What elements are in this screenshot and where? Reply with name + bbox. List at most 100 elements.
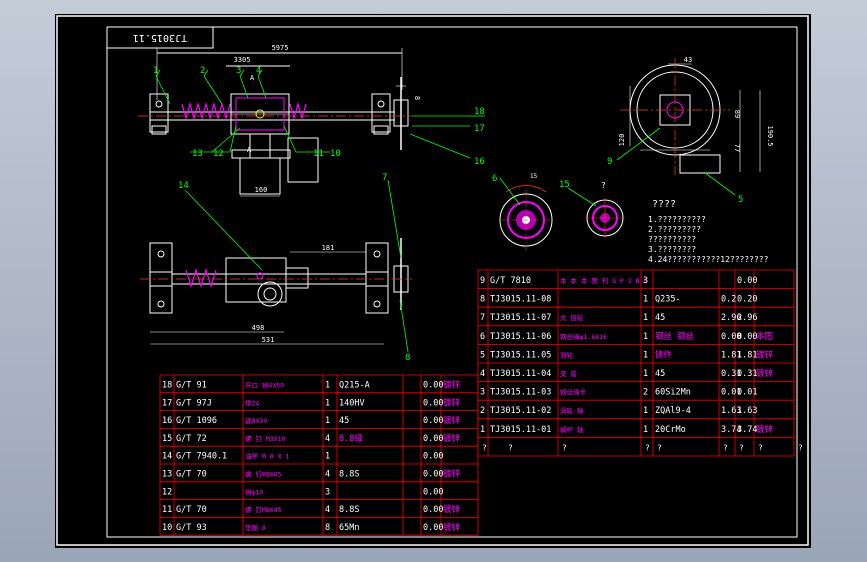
parts-right-cell-mat: Q235- bbox=[655, 295, 681, 305]
dim-77: 77 bbox=[733, 144, 741, 152]
parts-right-cell-mat: 60Si2Mn bbox=[655, 388, 691, 398]
leader-9 bbox=[616, 127, 661, 161]
dim-181: 181 bbox=[322, 244, 335, 252]
parts-right-cell-note: 镀锌 bbox=[756, 368, 774, 379]
parts-left-cell-code: G/T 1096 bbox=[176, 416, 217, 426]
parts-left-cell-qty: 4 bbox=[325, 434, 330, 444]
parts-left-cell-qty: 3 bbox=[325, 487, 330, 497]
balloon-14: 14 bbox=[178, 181, 189, 191]
leader-8 bbox=[399, 299, 409, 353]
parts-left-cell-code: G/T 70 bbox=[176, 470, 207, 480]
parts-right-cell-w2: 0.31 bbox=[737, 369, 757, 379]
parts-left-cell-note: 镀锌 bbox=[443, 504, 461, 515]
parts-left-cell-code: G/T 93 bbox=[176, 523, 207, 533]
parts-right-cell-code: TJ3015.11-01 bbox=[490, 425, 551, 435]
parts-right-cell-w1: 0.2 bbox=[721, 295, 736, 305]
plan-hub bbox=[256, 272, 264, 280]
leader-5 bbox=[703, 171, 736, 196]
parts-right-cell-note: 镀锌 bbox=[756, 349, 774, 360]
parts-left-cell-qty: 1 bbox=[325, 416, 330, 426]
parts-right-cell-w1: 0.31 bbox=[721, 369, 741, 379]
parts-right-cell-w1: 1.81 bbox=[721, 350, 741, 360]
balloon-9: 9 bbox=[607, 157, 612, 167]
parts-left-cell-code: G/T 97J bbox=[176, 398, 212, 408]
parts-right-cell-qty: 1 bbox=[643, 295, 648, 305]
section-a-top: A bbox=[250, 74, 255, 82]
parts-right-cell-no: 5 bbox=[480, 350, 485, 360]
balloon-5: 5 bbox=[738, 195, 743, 205]
parts-right-cell-code: TJ3015.11-02 bbox=[490, 406, 551, 416]
parts-right-cell-qty: 1 bbox=[643, 332, 648, 342]
parts-right-cell-w2: 1.81 bbox=[737, 350, 757, 360]
parts-right-cell-no: 8 bbox=[480, 295, 485, 305]
parts-left-cell-w: 0.00 bbox=[423, 523, 443, 533]
parts-right-cell-code: TJ3015.11-03 bbox=[490, 388, 551, 398]
parts-right-cell-w1: 2.96 bbox=[721, 313, 741, 323]
parts-left-cell-note: 镀锌 bbox=[443, 380, 461, 391]
parts-left-cell-no: 15 bbox=[162, 434, 172, 444]
parts-left-cell-qty: 1 bbox=[325, 452, 330, 462]
parts-left-cell-w: 0.00 bbox=[423, 487, 443, 497]
parts-left-cell-no: 14 bbox=[162, 452, 172, 462]
parts-left-cell-name: 垫24 bbox=[245, 398, 259, 407]
parts-right-cell-w1: 0.00 bbox=[721, 332, 741, 342]
parts-left-cell-code: G/T 72 bbox=[176, 434, 207, 444]
dim-498: 498 bbox=[252, 324, 265, 332]
parts-left-cell-qty: 1 bbox=[325, 398, 330, 408]
parts-left-cell-no: 17 bbox=[162, 398, 172, 408]
dim-screw-pitch: 3305 bbox=[234, 56, 251, 64]
parts-left-cell-mat: 8.8级 bbox=[339, 433, 363, 444]
tech-line-4: 3.???????? bbox=[648, 245, 696, 254]
parts-right-cell-qty: 1 bbox=[643, 313, 648, 323]
parts-right-cell-name: 本 本 本 图 刊 G P 2 B 6 bbox=[560, 276, 647, 285]
parts-left-cell-code: G/T 70 bbox=[176, 505, 207, 515]
parts-right-footer-cell: ? bbox=[562, 443, 567, 452]
parts-right-cell-name: 钢丝绳卡 bbox=[560, 388, 587, 397]
drawing-code-box bbox=[106, 26, 214, 49]
parts-left-cell-w: 0.00 bbox=[423, 434, 443, 444]
gear-center bbox=[255, 109, 265, 119]
parts-right-cell-w2: 0.00 bbox=[737, 332, 757, 342]
front-leaders bbox=[155, 69, 485, 159]
detail-question: ? bbox=[601, 181, 606, 190]
parts-right-cell-mat: 铸件 bbox=[655, 349, 673, 360]
dim-15: 15 bbox=[530, 173, 538, 180]
parts-left-cell-no: 13 bbox=[162, 470, 172, 480]
balloon-3: 3 bbox=[236, 66, 241, 76]
detail-6 bbox=[499, 185, 553, 250]
parts-right-footer-cell: ? bbox=[657, 443, 662, 452]
parts-left-cell-qty: 4 bbox=[325, 505, 330, 515]
parts-right-cell-mat: ZQAl9-4 bbox=[655, 406, 691, 416]
parts-right-cell-no: 4 bbox=[480, 369, 485, 379]
parts-right-cell-code: G/T 7810 bbox=[490, 276, 531, 286]
parts-left-cell-w: 0.00 bbox=[423, 381, 443, 391]
parts-right-cell-w2: 0.00 bbox=[737, 276, 757, 286]
parts-left-cell-note: 镀锌 bbox=[443, 469, 461, 480]
parts-left-cell-w: 0.00 bbox=[423, 452, 443, 462]
parts-right-cell-no: 9 bbox=[480, 276, 485, 286]
dim-120: 120 bbox=[618, 134, 626, 147]
outer-frame bbox=[56, 15, 809, 546]
parts-left-cell-mat: 8.8S bbox=[339, 505, 359, 515]
parts-right-cell-w1: 1.63 bbox=[721, 406, 741, 416]
parts-right-cell-qty: 2 bbox=[643, 388, 648, 398]
parts-right-footer-cell: ? bbox=[758, 443, 763, 452]
dim-89: 89 bbox=[733, 110, 741, 118]
parts-right-cell-no: 3 bbox=[480, 388, 485, 398]
parts-right-cell-code: TJ3015.11-08 bbox=[490, 295, 551, 305]
parts-left-cell-mat: 65Mn bbox=[339, 523, 359, 533]
parts-right-cell-name: 支 座 bbox=[560, 369, 577, 378]
parts-right-cell-no: 1 bbox=[480, 425, 485, 435]
parts-left-cell-name: 开口 销4X50 bbox=[245, 381, 284, 390]
tech-line-2: 2.????????? bbox=[648, 225, 701, 234]
parts-right-cell-note: 本图 bbox=[756, 331, 773, 342]
drawing-sheet: TJ3015.11 bbox=[55, 14, 811, 548]
cad-drawing: TJ3015.11 bbox=[56, 15, 809, 546]
parts-left-cell-name: 销φ10 bbox=[245, 487, 263, 496]
dim-plate-width: 160 bbox=[255, 186, 268, 194]
parts-left-cell-mat: Q215-A bbox=[339, 381, 370, 391]
plan-view bbox=[149, 238, 409, 345]
parts-left-cell-w: 0.00 bbox=[423, 416, 443, 426]
